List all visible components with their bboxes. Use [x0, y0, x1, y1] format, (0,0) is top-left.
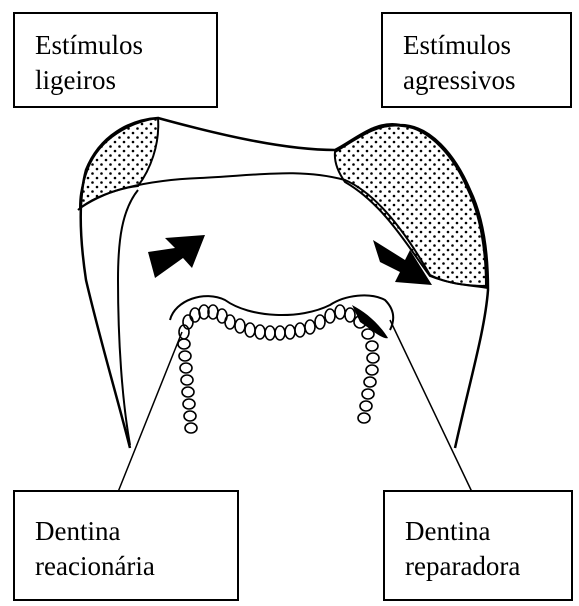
odontoblast-chain [178, 305, 379, 433]
label-line: Dentina [35, 514, 237, 549]
reparative-dentin-mark [352, 305, 388, 338]
pointer-line-right [390, 320, 472, 492]
pulp-wall-left [118, 190, 138, 445]
label-line: agressivos [403, 63, 570, 98]
arrow-left-icon [148, 235, 205, 278]
label-line: reparadora [405, 549, 571, 584]
label-dentina-reacionaria: Dentina reacionária [13, 490, 239, 601]
pointer-line-left [118, 332, 182, 492]
label-line: Estímulos [403, 28, 570, 63]
label-estimulos-agressivos: Estímulos agressivos [381, 12, 572, 108]
enamel-left-cap [80, 118, 158, 208]
label-line: reacionária [35, 549, 237, 584]
label-line: Dentina [405, 514, 571, 549]
label-dentina-reparadora: Dentina reparadora [383, 490, 573, 601]
label-line: Estímulos [35, 28, 216, 63]
label-estimulos-ligeiros: Estímulos ligeiros [13, 12, 218, 108]
label-line: ligeiros [35, 63, 216, 98]
